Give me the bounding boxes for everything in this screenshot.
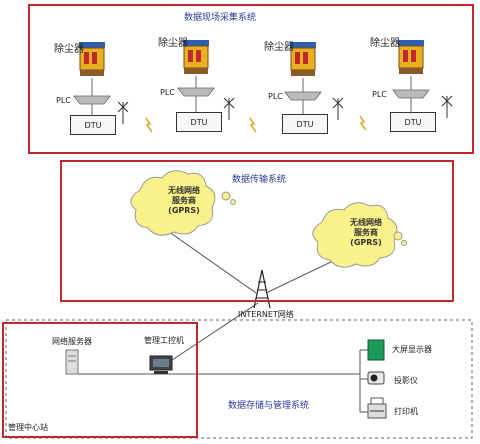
link-tower-workstation: [159, 302, 259, 369]
dust-collector-icon: [183, 40, 209, 74]
plc-icon: [392, 89, 430, 99]
transmission-title: 数据传输系统: [232, 175, 287, 185]
cloud-icon: [312, 202, 407, 268]
cloud-left-text: 无线网络 服务商 (GPRS): [168, 186, 200, 215]
workstation-icon: [149, 355, 173, 374]
cloud-right-text: 无线网络 服务商 (GPRS): [350, 218, 382, 247]
dust-collector-icon: [290, 42, 316, 76]
transmission-system-box: [60, 160, 454, 302]
antenna-icon: [441, 95, 453, 118]
display-icon: [367, 339, 385, 361]
signal-icon: [249, 117, 257, 133]
plc-icon: [73, 95, 111, 105]
projector-icon: [367, 371, 385, 385]
antenna-icon: [223, 97, 235, 120]
dtu-box: DTU: [176, 112, 222, 132]
dust-collector-icon: [79, 42, 105, 76]
link-cloud-left-tower: [154, 221, 257, 294]
acquisition-title: 数据现场采集系统: [184, 13, 257, 23]
antenna-icon: [332, 97, 344, 120]
printer-label: 打印机: [394, 407, 418, 416]
dtu-box: DTU: [282, 114, 328, 134]
storage-title: 数据存储与管理系统: [228, 401, 310, 411]
web-server-label: 网络服务器: [52, 337, 92, 346]
cloud-icon: [130, 170, 236, 236]
printer-icon: [367, 397, 387, 419]
plc-label: PLC: [372, 90, 387, 99]
dtu-box: DTU: [70, 115, 116, 135]
acquisition-system-box: [28, 4, 474, 154]
device-label: 除尘器: [54, 44, 84, 55]
device-label: 除尘器: [370, 38, 400, 49]
plc-icon: [284, 91, 322, 101]
display-label: 大屏显示器: [392, 345, 432, 354]
plc-label: PLC: [56, 96, 71, 105]
projector-label: 投影仪: [394, 376, 418, 385]
device-label: 除尘器: [264, 42, 294, 53]
signal-icon: [145, 117, 153, 133]
plc-label: PLC: [160, 88, 175, 97]
device-label: 除尘器: [158, 38, 188, 49]
plc-label: PLC: [268, 92, 283, 101]
internet-label: INTERNET网络: [238, 310, 294, 319]
dust-collector-icon: [398, 40, 424, 74]
plc-icon: [177, 87, 215, 97]
storage-dashed-boundary: [5, 319, 473, 439]
dtu-box: DTU: [390, 112, 436, 132]
signal-icon: [359, 115, 367, 131]
management-center-label: 管理中心站: [8, 423, 48, 432]
antenna-icon: [117, 101, 129, 124]
workstation-label: 管理工控机: [144, 336, 184, 345]
web-server-icon: [65, 349, 79, 375]
management-center-box: [2, 322, 198, 438]
